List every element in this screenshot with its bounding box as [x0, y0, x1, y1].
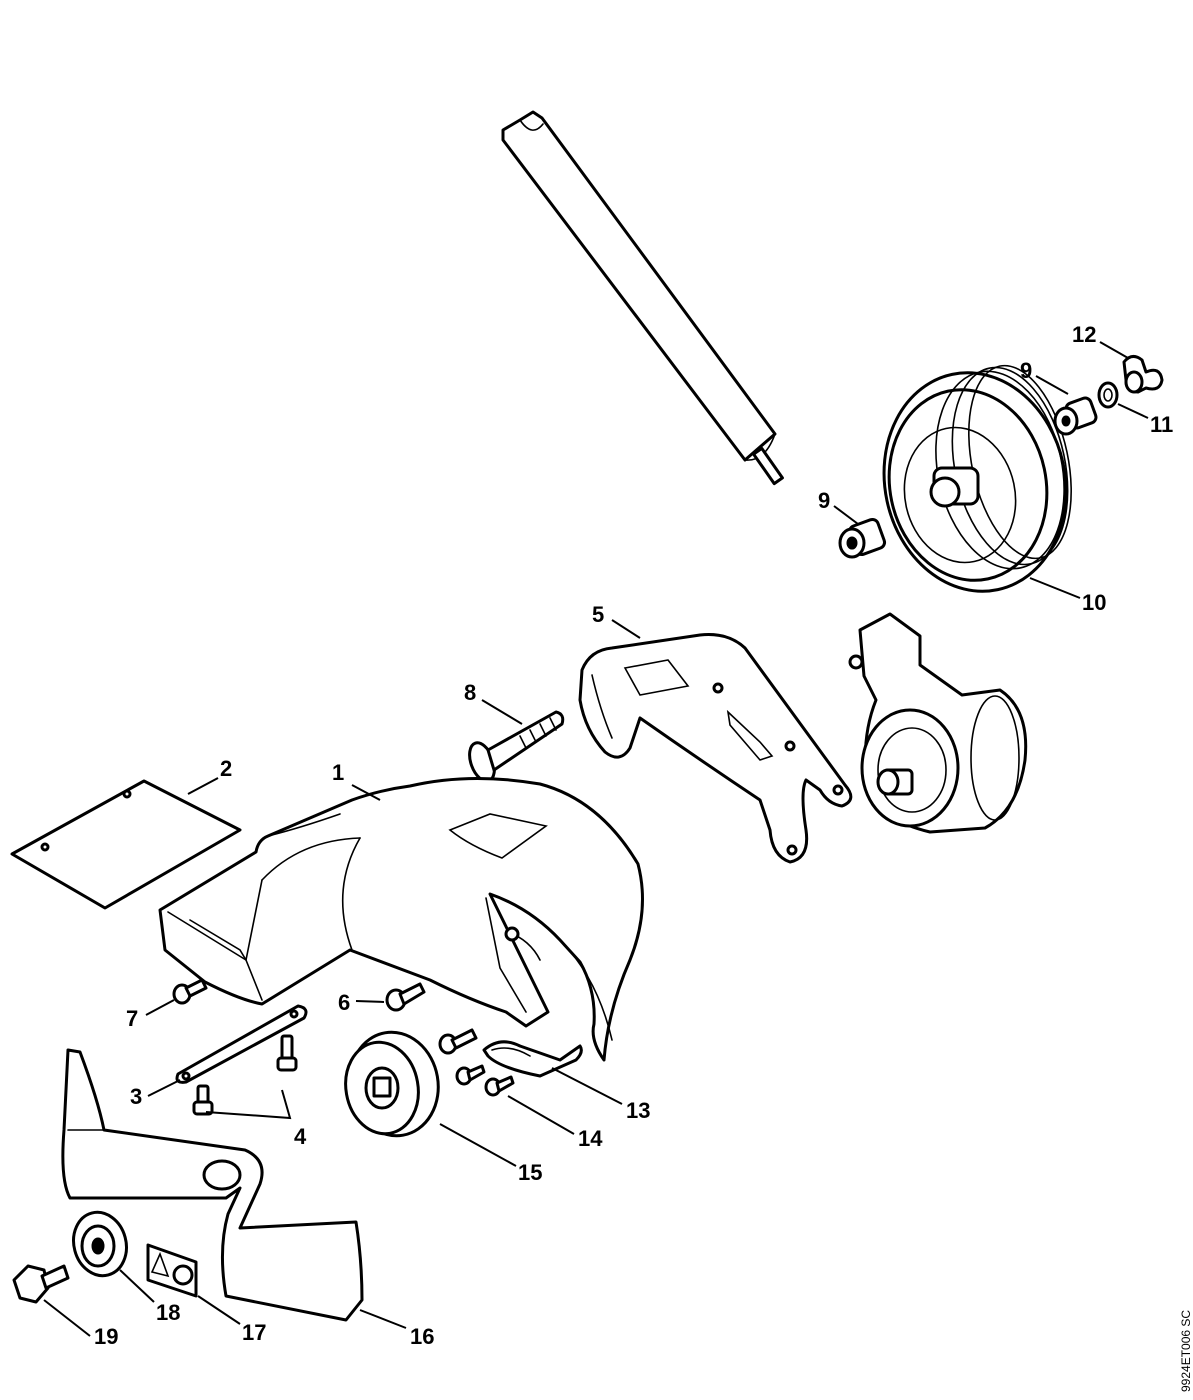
callout-2: 2 — [220, 756, 232, 781]
callout-15: 15 — [518, 1160, 542, 1185]
callout-6: 6 — [338, 990, 350, 1015]
wing-nut — [1122, 355, 1164, 394]
reference-code: 9924ET006 SC — [1179, 1310, 1193, 1392]
callout-9-front: 9 — [818, 488, 830, 513]
blade-washer — [72, 1210, 128, 1278]
washer — [1097, 381, 1119, 409]
carriage-bolt — [468, 710, 565, 783]
leader-lines — [43, 341, 1149, 1337]
screw-part-6 — [385, 982, 426, 1012]
callout-16: 16 — [410, 1324, 434, 1349]
screws-part-14 — [438, 1028, 515, 1097]
callout-7: 7 — [126, 1006, 138, 1031]
mounting-strip — [175, 1004, 308, 1084]
gear-head — [848, 612, 1028, 834]
drive-shaft-tube — [501, 110, 784, 486]
warning-label — [146, 1243, 198, 1298]
callout-8: 8 — [464, 680, 476, 705]
callout-5: 5 — [592, 602, 604, 627]
hex-bolt — [12, 1264, 70, 1304]
callout-19: 19 — [94, 1324, 118, 1349]
callout-11: 11 — [1150, 412, 1173, 437]
callout-17: 17 — [242, 1320, 266, 1345]
callout-10: 10 — [1082, 590, 1106, 615]
callout-3: 3 — [130, 1084, 142, 1109]
screw-part-7 — [172, 978, 208, 1005]
bushing-front — [838, 517, 887, 559]
callout-12: 12 — [1072, 322, 1096, 347]
callout-labels: 1 2 3 4 5 6 7 8 9 9 10 11 12 13 14 15 16… — [94, 322, 1173, 1349]
callout-1: 1 — [332, 760, 344, 785]
screws-part-4 — [192, 1034, 298, 1116]
clamp — [482, 1040, 583, 1078]
callout-9-rear: 9 — [1020, 358, 1032, 383]
bushing-rear — [1053, 396, 1098, 436]
cover-plate — [10, 779, 242, 910]
wheel — [882, 364, 1072, 593]
blade-guard — [158, 777, 644, 1062]
callout-13: 13 — [626, 1098, 650, 1123]
flange-collar — [344, 1030, 440, 1138]
callout-18: 18 — [156, 1300, 180, 1325]
edger-blade — [61, 1048, 364, 1322]
bracket — [578, 633, 853, 864]
callout-4: 4 — [294, 1124, 307, 1149]
callout-14: 14 — [578, 1126, 603, 1151]
